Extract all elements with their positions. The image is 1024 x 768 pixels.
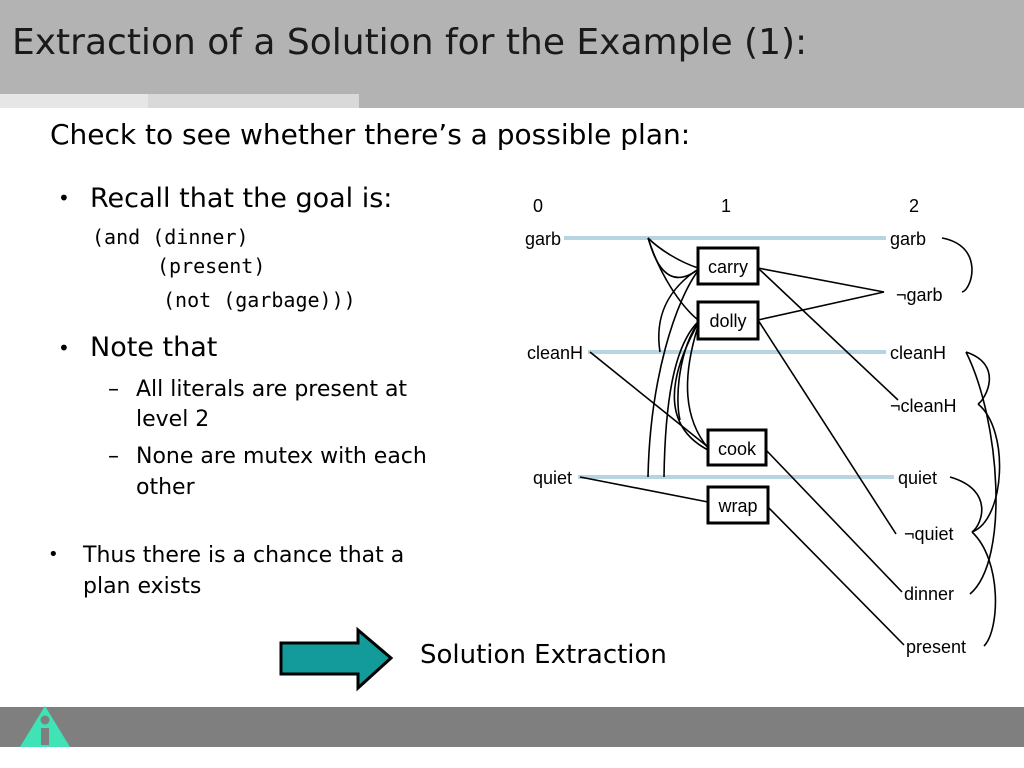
action-wrap: wrap <box>717 496 757 516</box>
action-box-cook <box>706 428 768 467</box>
level-label-0: 0 <box>533 196 543 216</box>
edge-wrap-present <box>765 504 905 646</box>
footer-bar <box>0 707 1024 747</box>
mutex-garb-notgarb <box>941 237 973 293</box>
header-stripe-left <box>0 94 148 108</box>
prop2-quiet: quiet <box>898 468 937 488</box>
edge-dolly-notgarb <box>757 291 885 321</box>
action-cook: cook <box>718 439 757 459</box>
edge-carry-notgarb <box>757 267 885 293</box>
prop2-present: present <box>906 637 966 657</box>
prop2-not-garb: ¬garb <box>896 285 943 305</box>
level-label-2: 2 <box>909 196 919 216</box>
sub-bullet-marker: – <box>108 444 119 469</box>
mutex-notquiet-present <box>971 531 997 647</box>
prop2-not-quiet: ¬quiet <box>904 524 954 544</box>
edge-garb-carry <box>647 237 699 269</box>
action-box-wrap <box>706 485 770 525</box>
bullet-marker: • <box>48 544 59 565</box>
bullet-plan-chance-2: plan exists <box>83 574 202 599</box>
action-box-carry <box>696 246 760 286</box>
edge-dolly-notquiet <box>757 319 897 535</box>
sub-bullet-all-present-2: level 2 <box>136 407 210 432</box>
prop0-quiet: quiet <box>533 468 572 488</box>
edge-quiet-wrap <box>579 476 709 503</box>
title-bar <box>0 0 1024 108</box>
mutex-quiet-notquiet <box>949 476 983 533</box>
slide-title: Extraction of a Solution for the Example… <box>12 22 808 63</box>
bullet-marker: • <box>58 336 70 360</box>
level-label-1: 1 <box>721 196 731 216</box>
bullet-plan-chance-1: Thus there is a chance that a <box>83 543 405 568</box>
mutex-dolly-cook-2 <box>686 319 709 449</box>
mutex-cleanH-notcleanH <box>965 351 991 405</box>
edges <box>579 237 1001 647</box>
bullet-note-that: Note that <box>90 332 218 363</box>
goal-line-1: (and (dinner) <box>92 225 249 249</box>
sub-bullet-all-present-1: All literals are present at <box>136 377 408 402</box>
action-boxes <box>696 246 770 525</box>
action-dolly: dolly <box>709 311 746 331</box>
right-arrow-icon <box>279 626 394 692</box>
footer-logo-icon <box>20 706 70 747</box>
sub-bullet-marker: – <box>108 377 119 402</box>
mutex-cleanH-dinner <box>965 351 997 595</box>
mutex-dolly-quiet <box>663 319 701 478</box>
mutex-carry-garb <box>647 237 701 279</box>
slide-subtitle: Check to see whether there’s a possible … <box>50 118 691 151</box>
edge-cook-dinner <box>765 449 903 593</box>
prop2-cleanH: cleanH <box>890 343 946 363</box>
goal-line-2: (present) <box>157 254 266 278</box>
mutex-carry-quiet <box>647 267 701 478</box>
sub-bullet-not-mutex-1: None are mutex with each <box>136 444 427 469</box>
sub-bullet-not-mutex-2: other <box>136 475 195 500</box>
bullet-marker: • <box>58 186 70 210</box>
prop0-garb: garb <box>525 229 561 249</box>
prop0-cleanH: cleanH <box>527 343 583 363</box>
goal-line-3: (not (garbage))) <box>163 288 356 312</box>
action-box-dolly <box>696 300 760 341</box>
solution-extraction-label: Solution Extraction <box>420 640 667 670</box>
prop2-not-cleanH: ¬cleanH <box>890 396 957 416</box>
edge-cleanH-cook <box>589 351 709 448</box>
prop2-dinner: dinner <box>904 584 954 604</box>
header-stripe-mid <box>148 94 359 108</box>
edge-garb-dolly <box>647 237 699 321</box>
bullet-recall-goal: Recall that the goal is: <box>90 183 393 214</box>
action-carry: carry <box>708 257 748 277</box>
mutex-dolly-cook <box>673 319 709 451</box>
prop2-garb: garb <box>890 229 926 249</box>
noop-lines <box>564 236 894 479</box>
edge-carry-notcleanH <box>757 267 899 401</box>
